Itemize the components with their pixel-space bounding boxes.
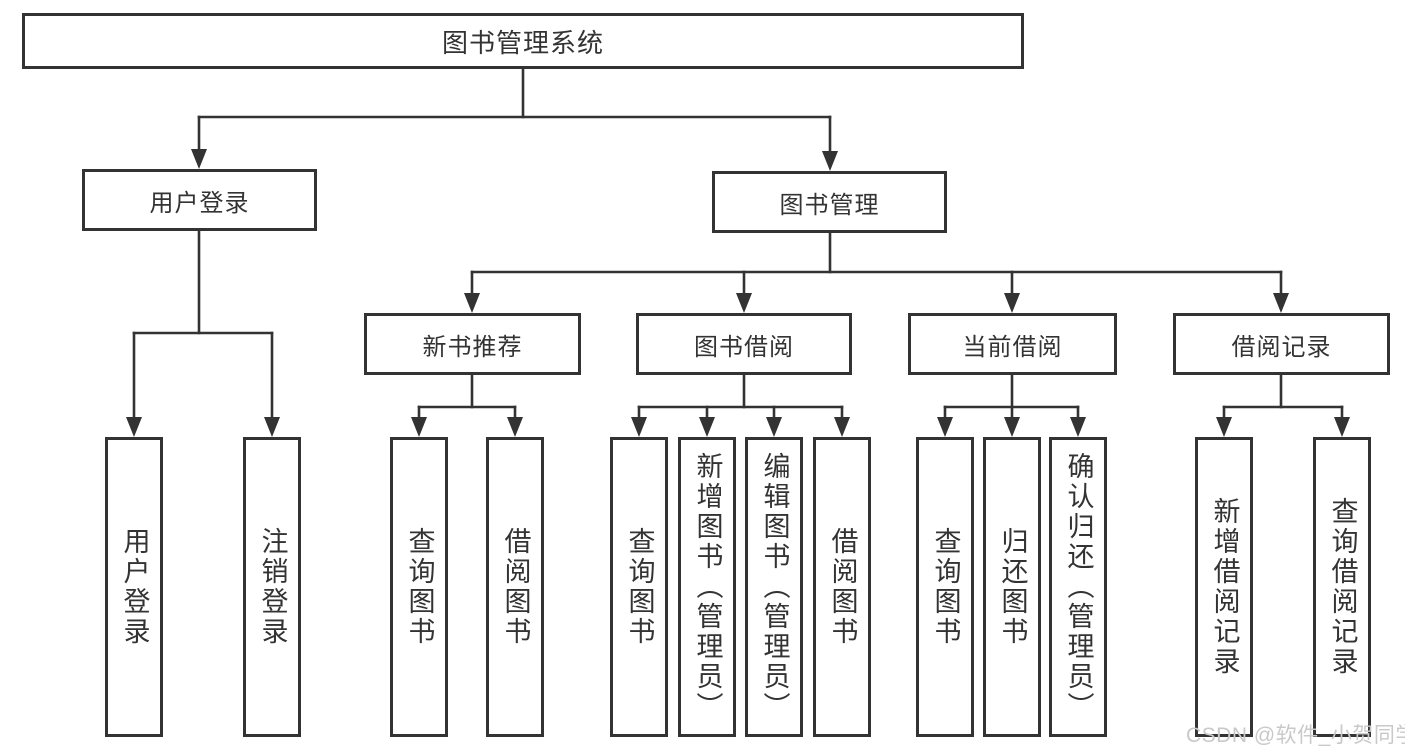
node-label: 新增借阅记录 [1209,497,1240,677]
leaf-add-book-admin: 新增图书（管理员） [678,437,736,737]
node-label: 新增图书（管理员） [692,452,723,722]
leaf-add-borrow-record: 新增借阅记录 [1195,437,1253,737]
connector-user-login-to-leaves [126,229,280,437]
node-book-management: 图书管理 [712,171,947,233]
leaf-edit-book-admin: 编辑图书（管理员） [745,437,803,737]
arrow-down-icon [1334,417,1350,437]
arrow-down-icon [126,417,142,437]
connector-root-to-level2 [191,67,838,171]
leaf-query-borrow-record: 查询借阅记录 [1313,437,1371,737]
connector-borrow-records-to-leaves [1216,373,1350,437]
node-label: 新书推荐 [422,333,523,361]
node-label: 查询图书 [624,527,655,647]
arrow-down-icon [1004,417,1020,437]
connector-book-management-to-level3 [464,231,1289,313]
leaf-return-book: 归还图书 [983,437,1041,737]
arrow-down-icon [191,149,207,169]
arrow-down-icon [264,417,280,437]
node-label: 借阅图书 [827,527,858,647]
arrow-down-icon [631,417,647,437]
leaf-borrow-books: 借阅图书 [813,437,871,737]
node-label: 当前借阅 [962,333,1063,361]
arrow-down-icon [766,417,782,437]
node-label: 图书借阅 [694,333,794,361]
connector-current-borrow-to-leaves [937,373,1086,437]
arrow-down-icon [507,417,523,437]
leaf-user-login: 用户登录 [105,437,163,737]
arrow-down-icon [736,293,752,313]
arrow-down-icon [1004,293,1020,313]
node-label: 编辑图书（管理员） [759,452,790,722]
node-label: 用户登录 [119,527,150,647]
node-label: 注销登录 [257,527,288,647]
node-current-borrow: 当前借阅 [908,313,1117,375]
arrow-down-icon [1070,417,1086,437]
node-label: 查询图书 [930,527,961,647]
node-root: 图书管理系统 [22,13,1024,69]
connector-new-book-recommend-to-leaves [411,373,523,437]
node-label: 用户登录 [149,189,250,217]
arrow-down-icon [411,417,427,437]
node-borrow-records: 借阅记录 [1173,313,1390,375]
node-label: 查询借阅记录 [1327,497,1358,677]
arrow-down-icon [464,293,480,313]
node-label: 图书管理系统 [441,27,604,58]
leaf-query-books-borrow: 查询图书 [610,437,668,737]
node-label: 查询图书 [404,527,435,647]
node-label: 借阅图书 [500,527,531,647]
leaf-logout: 注销登录 [243,437,301,737]
leaf-query-books-current: 查询图书 [916,437,974,737]
arrow-down-icon [822,151,838,171]
arrow-down-icon [1273,293,1289,313]
leaf-confirm-return-admin: 确认归还（管理员） [1049,437,1107,737]
node-new-book-recommend: 新书推荐 [364,313,581,375]
node-label: 归还图书 [997,527,1028,647]
arrow-down-icon [1216,417,1232,437]
leaf-borrow-books-recommend: 借阅图书 [486,437,544,737]
node-label: 确认归还（管理员） [1063,452,1094,722]
node-book-borrow: 图书借阅 [636,313,852,375]
leaf-query-books-recommend: 查询图书 [390,437,448,737]
csdn-watermark: CSDN @软件_小贺同学 [1186,724,1405,747]
node-label: 借阅记录 [1231,333,1332,361]
connector-book-borrow-to-leaves [631,373,850,437]
node-user-login-branch: 用户登录 [82,169,317,231]
node-label: 图书管理 [779,191,880,219]
arrow-down-icon [834,417,850,437]
arrow-down-icon [699,417,715,437]
arrow-down-icon [937,417,953,437]
